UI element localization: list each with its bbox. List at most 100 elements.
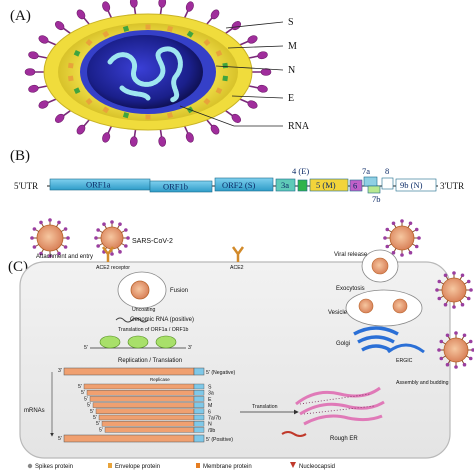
spike-protein-icon xyxy=(54,21,65,31)
membrane-protein-icon xyxy=(145,114,151,120)
fusion-label: Fusion xyxy=(170,288,188,294)
spike-protein-icon xyxy=(102,1,111,12)
orf2-box xyxy=(214,177,274,192)
spike-protein-icon xyxy=(30,236,34,240)
replication-cycle: Attachment and entry SARS-CoV-2 ACE2 rec… xyxy=(19,218,474,459)
utr3-label: 3'UTR xyxy=(440,181,464,191)
negative-strand xyxy=(63,367,195,376)
spike-protein-icon xyxy=(66,236,70,240)
spike-protein-icon xyxy=(471,348,474,352)
orf1b-box xyxy=(149,180,213,193)
spike-protein-icon xyxy=(391,221,396,226)
spike-protein-icon xyxy=(260,68,272,76)
membrane-protein-icon xyxy=(166,112,174,119)
mrna-bar xyxy=(95,408,195,414)
spike-protein-icon xyxy=(32,245,37,249)
released-virion-3 xyxy=(437,331,474,369)
spike-protein-icon xyxy=(124,228,128,232)
membrane-proteins xyxy=(67,24,229,120)
nucleocapsid-rna xyxy=(281,431,307,437)
entering-virion xyxy=(94,220,130,256)
vesicle-label: Vesicle xyxy=(328,310,348,316)
spike-protein-icon xyxy=(460,302,465,307)
spike-protein-icon xyxy=(76,9,86,20)
spike-protein-icon xyxy=(408,250,413,255)
spike-protein-icon xyxy=(408,221,413,226)
spike-protein-icon xyxy=(39,251,43,256)
orf9b-box xyxy=(395,178,437,192)
membrane-protein-icon xyxy=(222,75,229,82)
assembly-label: Assembly and budding xyxy=(396,380,449,386)
legend-envelope: Envelope protein xyxy=(115,464,160,470)
spike-protein-icon xyxy=(48,218,52,222)
spike-protein-icon xyxy=(63,245,68,249)
replication-label: Replication / Translation xyxy=(118,358,182,364)
mrna-label: 7a/7b xyxy=(208,416,221,422)
membrane-protein-icon xyxy=(222,62,229,69)
label-rna: RNA xyxy=(288,121,310,132)
spike-protein-icon xyxy=(38,100,49,109)
orf7b-box xyxy=(367,185,381,194)
svg-text:5': 5' xyxy=(81,390,85,396)
spike-protein-icon xyxy=(468,356,473,361)
orf3a-box xyxy=(275,178,296,192)
spike-protein-icon xyxy=(468,339,473,344)
svg-text:5': 5' xyxy=(87,403,91,409)
replicase-label: Replicase xyxy=(150,377,170,382)
label-e: E xyxy=(288,93,294,104)
spike-protein-icon xyxy=(231,113,242,123)
membrane-protein-icon xyxy=(102,30,110,38)
viral-release-label: Viral release xyxy=(334,252,368,258)
spike-protein-icon xyxy=(385,244,390,249)
orf8-box xyxy=(381,177,394,190)
spike-protein-icon xyxy=(257,51,268,60)
spike-protein-icon xyxy=(210,124,220,135)
mrna-label: 6 xyxy=(208,409,211,415)
spike-protein-icon xyxy=(110,220,114,224)
spike-protein-icon xyxy=(247,100,258,109)
label-m: M xyxy=(288,41,297,52)
membrane-protein-icon xyxy=(186,30,194,38)
spike-protein-icon xyxy=(437,348,441,352)
membrane-protein-icon xyxy=(215,49,223,57)
positive-label: 5' (Positive) xyxy=(206,437,233,443)
spike-protein-icon xyxy=(462,362,467,367)
ribosome-3 xyxy=(155,335,177,349)
ace2-receptor-icon xyxy=(101,246,115,262)
ace2-receptor-label: ACE2 receptor xyxy=(96,265,130,271)
golgi xyxy=(353,326,399,352)
orf7a-box xyxy=(363,176,378,187)
translation-orf-label: Translation of ORF1a / ORF1b xyxy=(118,327,189,333)
label-n: N xyxy=(288,65,295,76)
spike-protein-icon xyxy=(129,136,138,147)
spike-protein-icon xyxy=(400,253,404,257)
uncoating-label: Uncoating xyxy=(132,307,155,313)
spikes-protein-icon xyxy=(27,463,33,469)
spike-protein-icon xyxy=(110,252,114,256)
spike-protein-icon xyxy=(439,339,444,344)
mrna-bar xyxy=(86,390,195,396)
spike-protein-icon xyxy=(443,302,448,307)
mrna-bar xyxy=(101,421,195,427)
vesicle xyxy=(345,289,423,327)
spike-protein-icon xyxy=(24,68,36,76)
spike-protein-icon xyxy=(247,35,258,44)
spike-protein-icon xyxy=(32,227,37,231)
mrna-bar xyxy=(83,383,195,390)
spike-protein-icon xyxy=(28,51,39,60)
orf2-label: ORF2 (S) xyxy=(222,180,255,190)
released-virion-1 xyxy=(383,219,421,257)
spike-protein-icon xyxy=(454,365,458,369)
three-prime-ribo: 3' xyxy=(188,345,192,351)
panel-label-c: (C) xyxy=(8,259,28,275)
mrnas-label: mRNAs xyxy=(24,408,45,414)
released-virion-2 xyxy=(435,271,473,309)
genomic-rna-strand xyxy=(115,317,149,323)
spike-protein-icon xyxy=(129,0,138,8)
negative-label: 5' (Negative) xyxy=(206,370,236,376)
spike-protein-icon xyxy=(414,227,419,232)
svg-text:5': 5' xyxy=(84,396,88,402)
membrane-protein-icon xyxy=(102,106,110,114)
svg-text:5': 5' xyxy=(93,415,97,421)
